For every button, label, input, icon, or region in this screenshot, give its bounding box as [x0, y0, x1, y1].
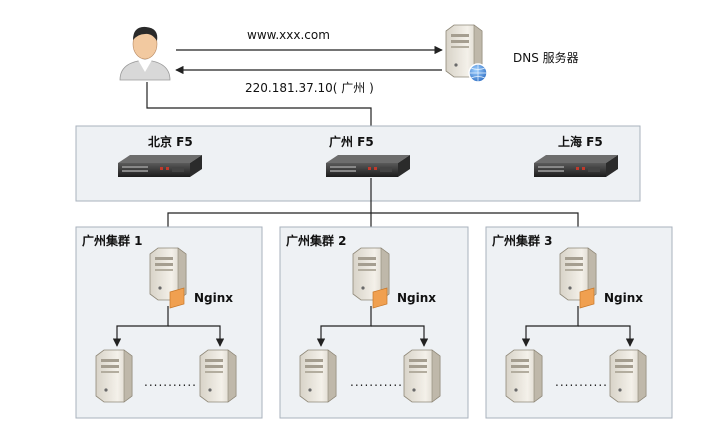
cluster-2-nginx-server-icon — [352, 247, 390, 309]
shanghai-f5-label: 上海 F5 — [558, 134, 603, 149]
cluster-2-title: 广州集群 2 — [286, 233, 347, 248]
beijing-f5-label: 北京 F5 — [148, 134, 193, 149]
cluster-3-right-connector — [578, 325, 635, 347]
beijing-f5-rack-icon — [118, 155, 202, 177]
cluster-3-backend-server-left-icon — [505, 349, 543, 403]
cluster-3-left-connector — [521, 306, 579, 347]
cluster-1-title: 广州集群 1 — [82, 233, 143, 248]
shanghai-f5-rack-icon — [534, 155, 618, 177]
cluster-2-right-connector — [371, 325, 429, 347]
dns-server-label: DNS 服务器 — [513, 50, 579, 65]
cluster-3-ellipsis: ........... — [555, 375, 608, 389]
cluster-2-ellipsis: ........... — [350, 375, 403, 389]
cluster-2-nginx-label: Nginx — [397, 291, 436, 305]
cluster-1-nginx-server-icon — [149, 247, 187, 309]
cluster-1-right-connector — [168, 325, 225, 347]
cluster-1-backend-server-left-icon — [95, 349, 133, 403]
cluster-3-title: 广州集群 3 — [492, 233, 553, 248]
cluster-3-panel: 广州集群 3 Nginx ........... — [485, 226, 673, 419]
guangzhou-f5-rack-icon — [326, 155, 410, 177]
cluster-3-nginx-label: Nginx — [604, 291, 643, 305]
user-to-guangzhou-f5-connector — [146, 82, 376, 138]
cluster-2-backend-server-right-icon — [403, 349, 441, 403]
cluster-1-ellipsis: ........... — [144, 375, 197, 389]
guangzhou-f5-label: 广州 F5 — [329, 134, 374, 149]
cluster-1-left-connector — [112, 306, 169, 347]
user-avatar-icon — [119, 26, 171, 81]
cluster-2-backend-server-left-icon — [299, 349, 337, 403]
cluster-2-left-connector — [316, 306, 372, 347]
request-domain-label: www.xxx.com — [247, 28, 330, 42]
cluster-1-panel: 广州集群 1 Nginx ........... — [75, 226, 263, 419]
cluster-3-backend-server-right-icon — [609, 349, 647, 403]
dns-server-icon — [445, 24, 488, 83]
cluster-1-nginx-label: Nginx — [194, 291, 233, 305]
cluster-1-backend-server-right-icon — [199, 349, 237, 403]
cluster-2-panel: 广州集群 2 Nginx ........... — [279, 226, 469, 419]
cluster-3-nginx-server-icon — [559, 247, 597, 309]
response-ip-label: 220.181.37.10( 广州 ) — [245, 81, 374, 95]
